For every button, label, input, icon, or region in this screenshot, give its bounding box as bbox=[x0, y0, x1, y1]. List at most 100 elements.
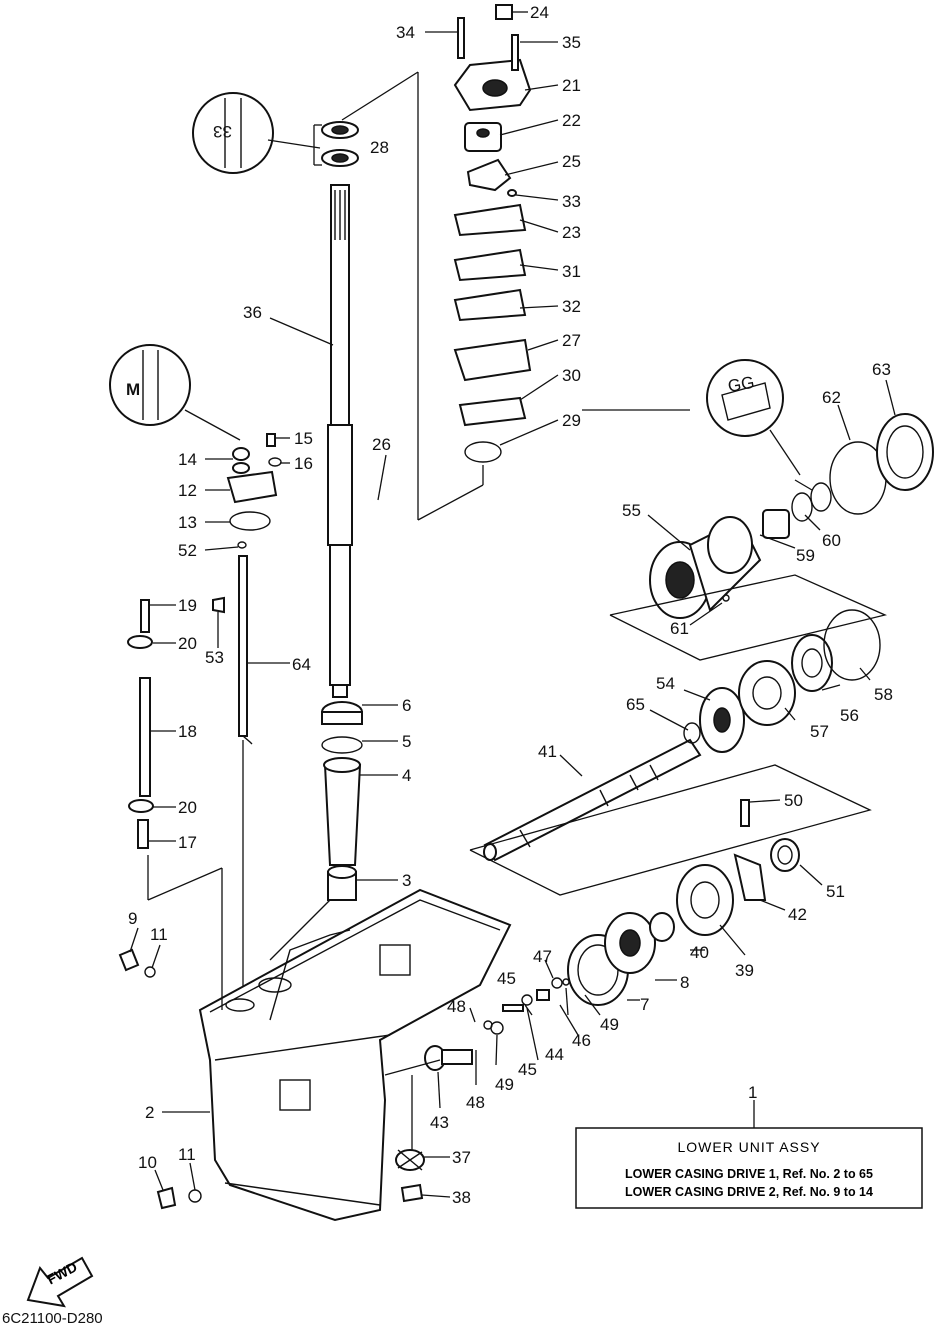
shift-cam-parts bbox=[424, 977, 570, 1071]
callout-label: 38 bbox=[452, 1188, 471, 1207]
callout-labels: 2 3 4 5 6 7 8 9 10 11 11 12 13 14 15 16 … bbox=[128, 3, 893, 1207]
shift-rod-assembly bbox=[226, 433, 282, 1020]
callout-label: 47 bbox=[533, 947, 552, 966]
fwd-arrow-icon bbox=[26, 1256, 94, 1308]
callout-label: 40 bbox=[690, 943, 709, 962]
callout-label: 9 bbox=[128, 909, 137, 928]
callout-label: 4 bbox=[402, 766, 411, 785]
callout-label: 30 bbox=[562, 366, 581, 385]
info-box-row: LOWER CASING DRIVE 2, Ref. No. 9 to 14 bbox=[625, 1185, 873, 1199]
callout-label: 33 bbox=[562, 192, 581, 211]
cable-parts bbox=[127, 596, 225, 849]
callout-label: 45 bbox=[497, 969, 516, 988]
callout-label: 54 bbox=[656, 674, 675, 693]
detail-circle-top bbox=[192, 92, 321, 174]
info-box-ref-no: 1 bbox=[748, 1083, 757, 1102]
callout-label: 49 bbox=[495, 1075, 514, 1094]
drive-shaft bbox=[327, 184, 353, 698]
shaft-bearings bbox=[321, 121, 359, 167]
callout-label: 20 bbox=[178, 634, 197, 653]
lower-casing bbox=[198, 888, 512, 1222]
callout-label: 41 bbox=[538, 742, 557, 761]
detail-mark-mid: M bbox=[126, 380, 140, 399]
callout-label: 28 bbox=[370, 138, 389, 157]
callout-label: 27 bbox=[562, 331, 581, 350]
reverse-gear-set bbox=[567, 799, 800, 1006]
callout-label: 46 bbox=[572, 1031, 591, 1050]
callout-label: 13 bbox=[178, 513, 197, 532]
callout-label: 63 bbox=[872, 360, 891, 379]
detail-mark-top: 33 bbox=[213, 122, 232, 141]
callout-label: 31 bbox=[562, 262, 581, 281]
callout-label: 15 bbox=[294, 429, 313, 448]
leader-lines bbox=[129, 11, 896, 1198]
callout-label: 60 bbox=[822, 531, 841, 550]
callout-label: 14 bbox=[178, 450, 197, 469]
callout-label: 5 bbox=[402, 732, 411, 751]
callout-label: 61 bbox=[670, 619, 689, 638]
callout-label: 22 bbox=[562, 111, 581, 130]
callout-label: 24 bbox=[530, 3, 549, 22]
callout-label: 3 bbox=[402, 871, 411, 890]
callout-label: 25 bbox=[562, 152, 581, 171]
callout-label: 20 bbox=[178, 798, 197, 817]
callout-label: 23 bbox=[562, 223, 581, 242]
callout-label: 52 bbox=[178, 541, 197, 560]
callout-label: 16 bbox=[294, 454, 313, 473]
callout-label: 51 bbox=[826, 882, 845, 901]
lower-shaft-parts bbox=[321, 701, 363, 901]
callout-label: 49 bbox=[600, 1015, 619, 1034]
callout-label: 2 bbox=[145, 1103, 154, 1122]
callout-label: 17 bbox=[178, 833, 197, 852]
callout-label: 29 bbox=[562, 411, 581, 430]
callout-label: 39 bbox=[735, 961, 754, 980]
callout-label: 57 bbox=[810, 722, 829, 741]
pinion-gear bbox=[395, 1149, 425, 1203]
callout-label: 53 bbox=[205, 648, 224, 667]
detail-circle-mid bbox=[109, 344, 241, 441]
propeller-shaft bbox=[483, 738, 702, 862]
callout-label: 18 bbox=[178, 722, 197, 741]
callout-label: 48 bbox=[447, 997, 466, 1016]
detail-circle-right bbox=[706, 359, 801, 476]
info-box-row: LOWER CASING DRIVE 1, Ref. No. 2 to 65 bbox=[625, 1167, 873, 1181]
water-pump-stack bbox=[453, 4, 532, 463]
forward-gear-set bbox=[683, 609, 881, 753]
callout-label: 12 bbox=[178, 481, 197, 500]
callout-label: 37 bbox=[452, 1148, 471, 1167]
callout-label: 64 bbox=[292, 655, 311, 674]
callout-label: 11 bbox=[178, 1145, 196, 1164]
callout-label: 6 bbox=[402, 696, 411, 715]
callout-label: 34 bbox=[396, 23, 415, 42]
callout-label: 65 bbox=[626, 695, 645, 714]
callout-label: 42 bbox=[788, 905, 807, 924]
callout-label: 8 bbox=[680, 973, 689, 992]
diagram-code: 6C21100-D280 bbox=[2, 1310, 103, 1327]
callout-label: 35 bbox=[562, 33, 581, 52]
callout-label: 44 bbox=[545, 1045, 564, 1064]
callout-label: 48 bbox=[466, 1093, 485, 1112]
info-box-title: LOWER UNIT ASSY bbox=[677, 1139, 821, 1155]
callout-label: 50 bbox=[784, 791, 803, 810]
callout-label: 36 bbox=[243, 303, 262, 322]
callout-label: 58 bbox=[874, 685, 893, 704]
callout-label: 43 bbox=[430, 1113, 449, 1132]
callout-label: 11 bbox=[150, 925, 168, 944]
callout-label: 19 bbox=[178, 596, 197, 615]
casing-screws bbox=[118, 948, 202, 1210]
callout-label: 7 bbox=[640, 995, 649, 1014]
callout-label: 59 bbox=[796, 546, 815, 565]
callout-label: 10 bbox=[138, 1153, 157, 1172]
callout-label: 45 bbox=[518, 1060, 537, 1079]
callout-label: 32 bbox=[562, 297, 581, 316]
callout-label: 55 bbox=[622, 501, 641, 520]
callout-label: 26 bbox=[372, 435, 391, 454]
callout-label: 21 bbox=[562, 76, 581, 95]
callout-label: 62 bbox=[822, 388, 841, 407]
prop-shaft-housing bbox=[649, 413, 934, 619]
info-box-frame bbox=[575, 1127, 923, 1209]
detail-mark-right: GG bbox=[726, 373, 755, 396]
group-lines bbox=[147, 71, 888, 1150]
